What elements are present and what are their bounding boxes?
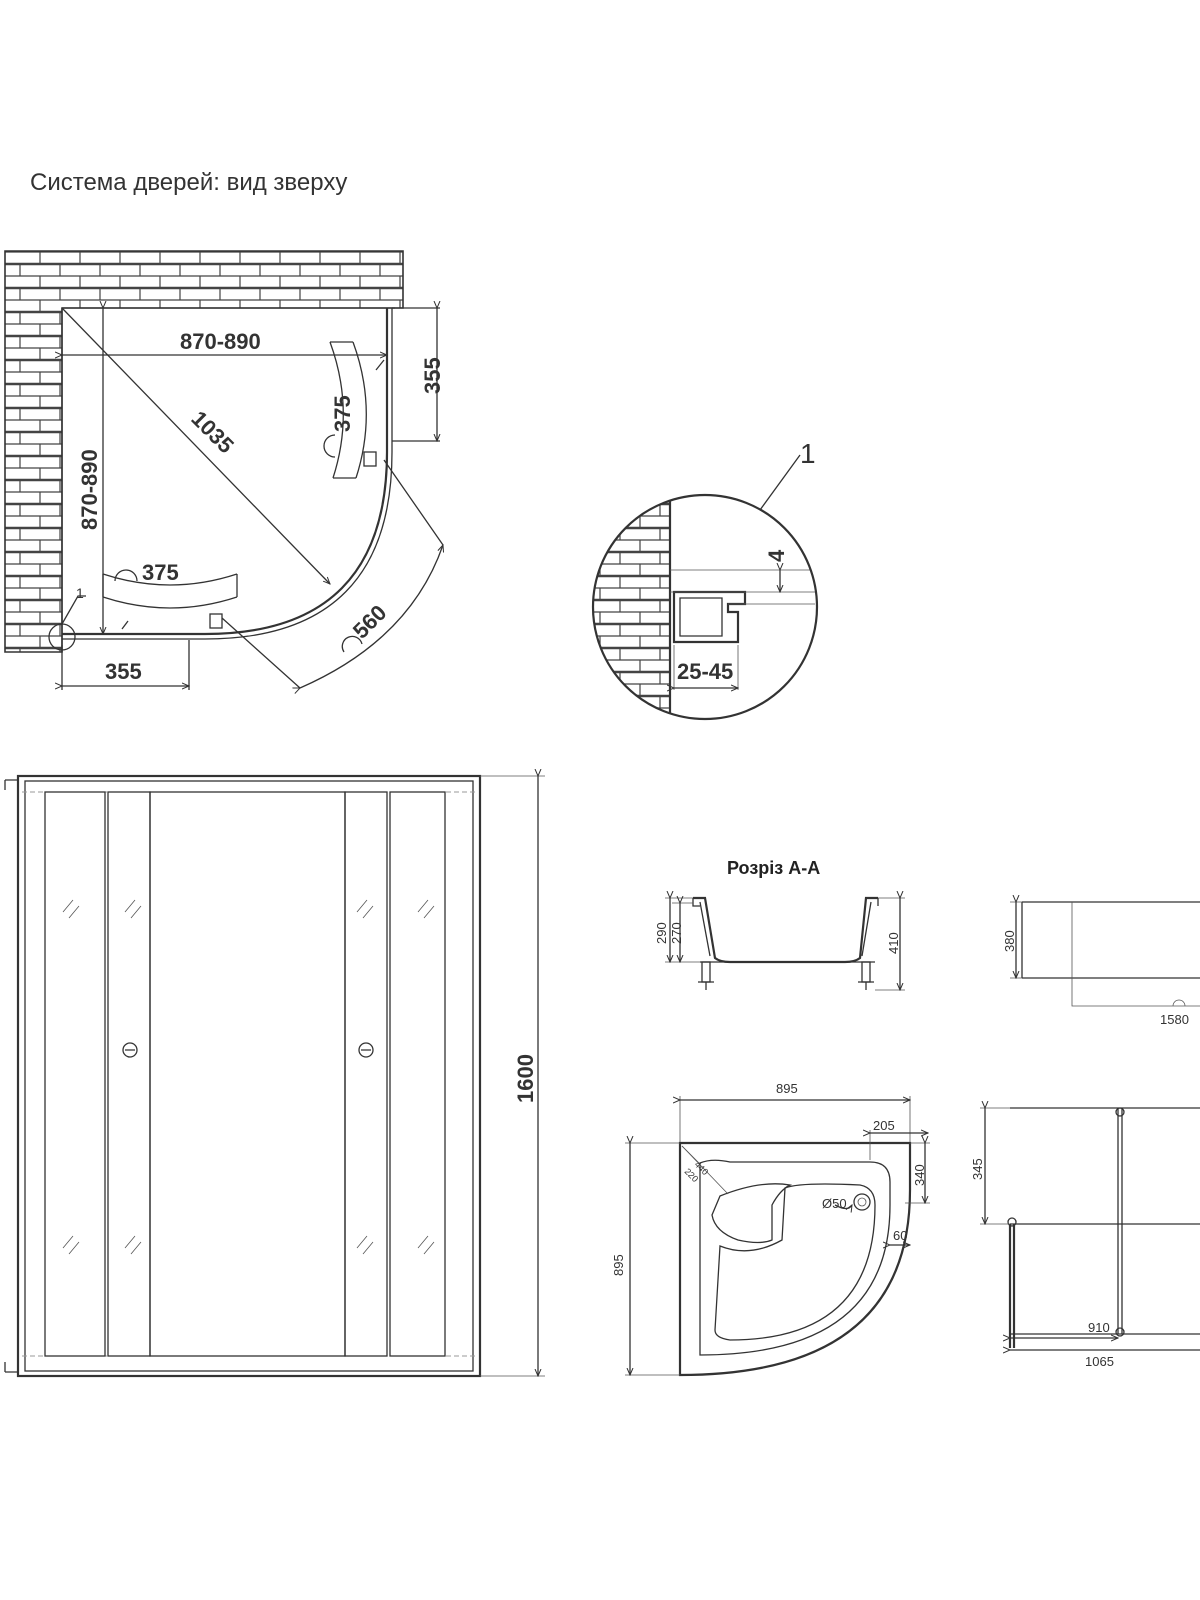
front-view: 1600 xyxy=(4,776,545,1378)
dim-door-top: 375 xyxy=(330,395,355,432)
dim-1580: 1580 xyxy=(1160,1012,1189,1027)
dim-1065: 1065 xyxy=(1085,1354,1114,1369)
curved-door xyxy=(204,449,389,636)
dim-345: 345 xyxy=(970,1158,985,1180)
dim-410: 410 xyxy=(886,932,901,954)
top-view: 1 870-890 870-890 1035 355 355 375 375 5… xyxy=(4,250,445,690)
dim-width: 870-890 xyxy=(180,329,261,354)
dim-tray-depth: 895 xyxy=(611,1254,626,1276)
dim-270: 270 xyxy=(669,922,684,944)
tray-plan: Ø50 440 220 895 205 340 60 895 xyxy=(611,1081,930,1377)
frame-view: 345 910 1065 xyxy=(970,1108,1200,1369)
dim-door-bottom: 375 xyxy=(142,560,179,585)
dim-gap: 4 xyxy=(764,549,789,562)
dim-60: 60 xyxy=(893,1228,907,1243)
dim-range: 25-45 xyxy=(677,659,733,684)
section-view: Розріз А-А 290 270 410 xyxy=(654,858,905,990)
corner-callout: 1 xyxy=(76,585,84,601)
dim-340: 340 xyxy=(912,1164,927,1186)
dim-910: 910 xyxy=(1088,1320,1110,1335)
dim-depth: 870-890 xyxy=(77,449,102,530)
dim-205: 205 xyxy=(873,1118,895,1133)
dim-fixed-right: 355 xyxy=(420,357,445,394)
dim-height: 1600 xyxy=(513,1054,538,1103)
side-view: 380 1580 xyxy=(1002,902,1200,1027)
dim-fixed-bottom: 355 xyxy=(105,659,142,684)
section-title: Розріз А-А xyxy=(727,858,820,878)
drain-diameter: Ø50 xyxy=(822,1196,847,1211)
dim-diagonal: 1035 xyxy=(186,406,238,458)
dim-380: 380 xyxy=(1002,930,1017,952)
detail-callout: 1 xyxy=(800,438,816,469)
dim-290: 290 xyxy=(654,922,669,944)
detail-view: 1 4 25-45 xyxy=(591,438,819,721)
dim-tray-width: 895 xyxy=(776,1081,798,1096)
page-title: Система дверей: вид зверху xyxy=(30,169,347,196)
